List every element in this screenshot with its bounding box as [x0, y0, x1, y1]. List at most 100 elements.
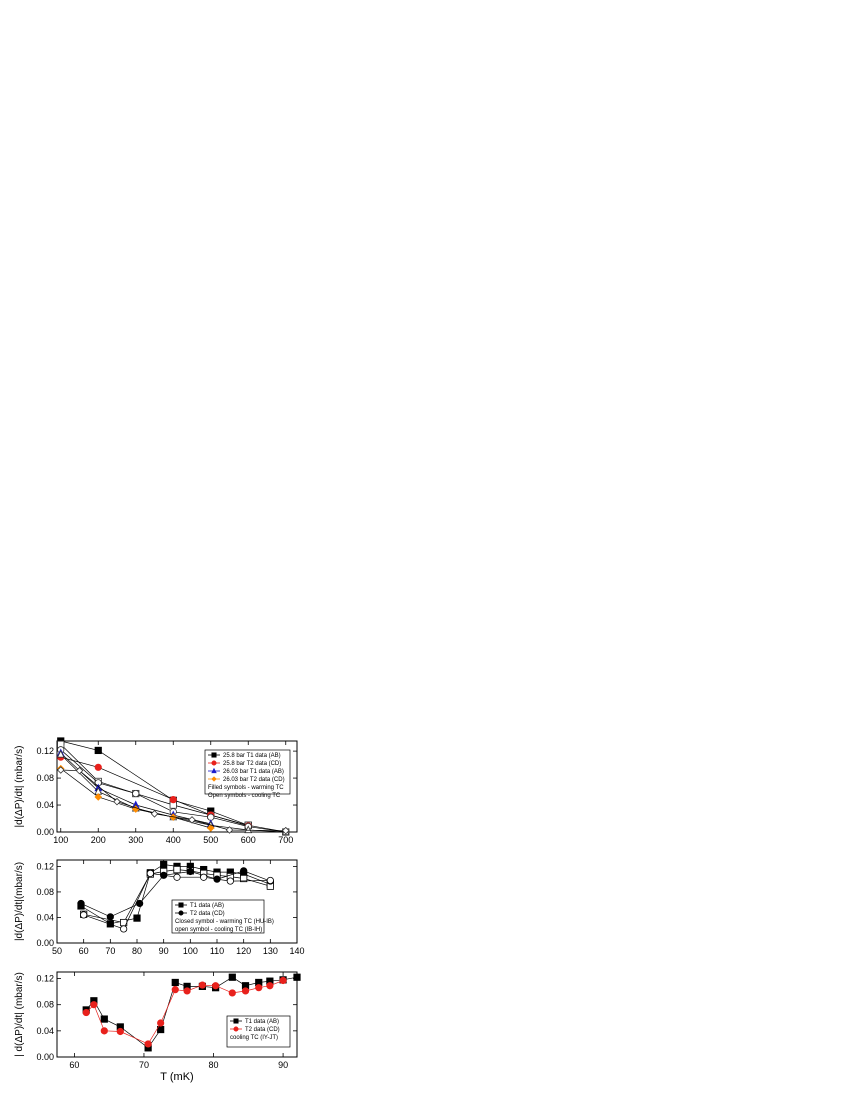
data-point-data — [266, 982, 274, 990]
y-tick-label: 0.04 — [36, 1026, 54, 1036]
x-tick-label: 110 — [210, 946, 224, 956]
x-tick-label: 500 — [203, 835, 218, 845]
data-point-cooling — [173, 865, 181, 874]
x-tick-label: 120 — [236, 946, 251, 956]
data-point-cooling — [56, 749, 65, 758]
legend-note: Filled symbols - warming TC — [208, 785, 284, 791]
x-tick-label: 60 — [69, 1060, 79, 1070]
x-axis-label: T (mK) — [160, 1071, 193, 1083]
x-tick-label: 600 — [241, 835, 256, 845]
series-line-data — [85, 976, 298, 1049]
x-tick-label: 70 — [105, 946, 115, 956]
data-point-data — [293, 973, 301, 981]
data-point-cooling — [150, 810, 159, 818]
x-tick-label: 140 — [289, 946, 304, 956]
data-point-cooling — [240, 874, 248, 883]
legend: T1 data (AB)T2 data (CD)cooling TC (IY-J… — [226, 1015, 291, 1048]
data-point-warming — [206, 824, 215, 832]
y-tick-label: 0.08 — [36, 887, 54, 897]
data-point-warming — [186, 867, 194, 876]
legend-note: Closed symbol - warming TC (HU-IB) — [175, 919, 274, 925]
data-point-cooling — [281, 826, 290, 835]
legend-marker — [233, 1018, 239, 1024]
series-2 — [77, 867, 274, 933]
y-axis-label: |d(ΔP)/dt|(mbar/s) — [14, 862, 25, 941]
data-point-cooling — [120, 925, 128, 933]
y-tick-label: 0.08 — [36, 773, 54, 783]
y-axis-label: |d(ΔP)/dt| (mbar/s) — [14, 746, 25, 828]
legend-entry: 25.8 bar T2 data (CD) — [223, 761, 281, 767]
x-tick-label: 80 — [132, 946, 142, 956]
series-4 — [56, 764, 290, 835]
data-point-data — [241, 987, 250, 995]
data-point-warming — [106, 913, 114, 921]
data-point-data — [157, 1019, 165, 1027]
data-point-cooling — [225, 826, 234, 834]
legend-entry: 25.8 bar T1 data (AB) — [223, 753, 281, 759]
y-tick-label: 0.00 — [36, 1052, 54, 1062]
data-point-cooling — [113, 797, 121, 806]
legend-marker — [211, 752, 217, 758]
x-tick-label: 200 — [91, 835, 106, 845]
y-tick-label: 0.04 — [36, 912, 54, 922]
data-point-warming — [136, 899, 144, 908]
legend-entry: T2 data (CD) — [245, 1027, 280, 1033]
data-point-cooling — [200, 873, 208, 881]
data-point-cooling — [173, 873, 181, 881]
y-axis-label: | d(ΔP)/dt| (mbar/s) — [14, 972, 25, 1057]
legend-entry: T2 data (CD) — [190, 911, 225, 917]
legend-note: open symbol - cooling TC (IB-IH) — [175, 927, 262, 933]
legend-entry: 26.03 bar T2 data (CD) — [223, 777, 285, 783]
data-point-warming — [106, 920, 114, 928]
legend: T1 data (AB)T2 data (CD)Closed symbol - … — [171, 899, 274, 934]
data-point-data — [144, 1040, 152, 1048]
legend-box — [171, 899, 265, 934]
legend-box — [204, 749, 291, 795]
data-point-data — [171, 978, 179, 987]
data-point-warming — [94, 746, 102, 755]
y-tick-label: 0.00 — [36, 827, 54, 837]
x-tick-label: 60 — [79, 946, 89, 956]
data-point-cooling — [80, 911, 88, 919]
x-tick-label: 400 — [166, 835, 181, 845]
data-point-data — [116, 1027, 124, 1036]
legend-marker — [211, 767, 217, 774]
x-tick-label: 700 — [278, 835, 293, 845]
data-point-warming — [169, 796, 177, 804]
data-point-cooling — [56, 766, 65, 774]
x-tick-label: 90 — [278, 1060, 288, 1070]
data-point-cooling — [226, 877, 234, 885]
data-point-data — [228, 989, 236, 997]
data-point-cooling — [266, 876, 274, 885]
data-point-data — [212, 982, 220, 990]
y-tick-label: 0.00 — [36, 938, 54, 948]
y-tick-label: 0.12 — [36, 746, 54, 756]
x-tick-label: 300 — [128, 835, 143, 845]
legend-entry: T1 data (AB) — [245, 1019, 279, 1025]
plot-frame — [56, 859, 298, 944]
x-tick-label: 50 — [52, 946, 62, 956]
legend-marker — [233, 1026, 239, 1032]
legend-marker — [178, 902, 184, 908]
legend-marker — [211, 760, 217, 766]
data-point-data — [100, 1015, 108, 1023]
x-tick-label: 70 — [139, 1060, 149, 1070]
data-point-data — [90, 1001, 98, 1009]
y-tick-label: 0.12 — [36, 861, 54, 871]
x-tick-label: 90 — [159, 946, 169, 956]
legend-marker — [211, 776, 217, 782]
legend-note: Open symbols - cooling TC — [208, 793, 281, 799]
data-point-data — [82, 1008, 90, 1017]
plot-frame — [56, 971, 298, 1058]
x-tick-label: 80 — [209, 1060, 219, 1070]
data-point-warming — [240, 867, 248, 875]
data-point-data — [255, 984, 263, 992]
data-point-warming — [77, 899, 85, 908]
data-point-warming — [160, 860, 168, 869]
data-point-warming — [131, 805, 140, 813]
y-tick-label: 0.12 — [36, 974, 54, 984]
x-tick-label: 100 — [183, 946, 198, 956]
